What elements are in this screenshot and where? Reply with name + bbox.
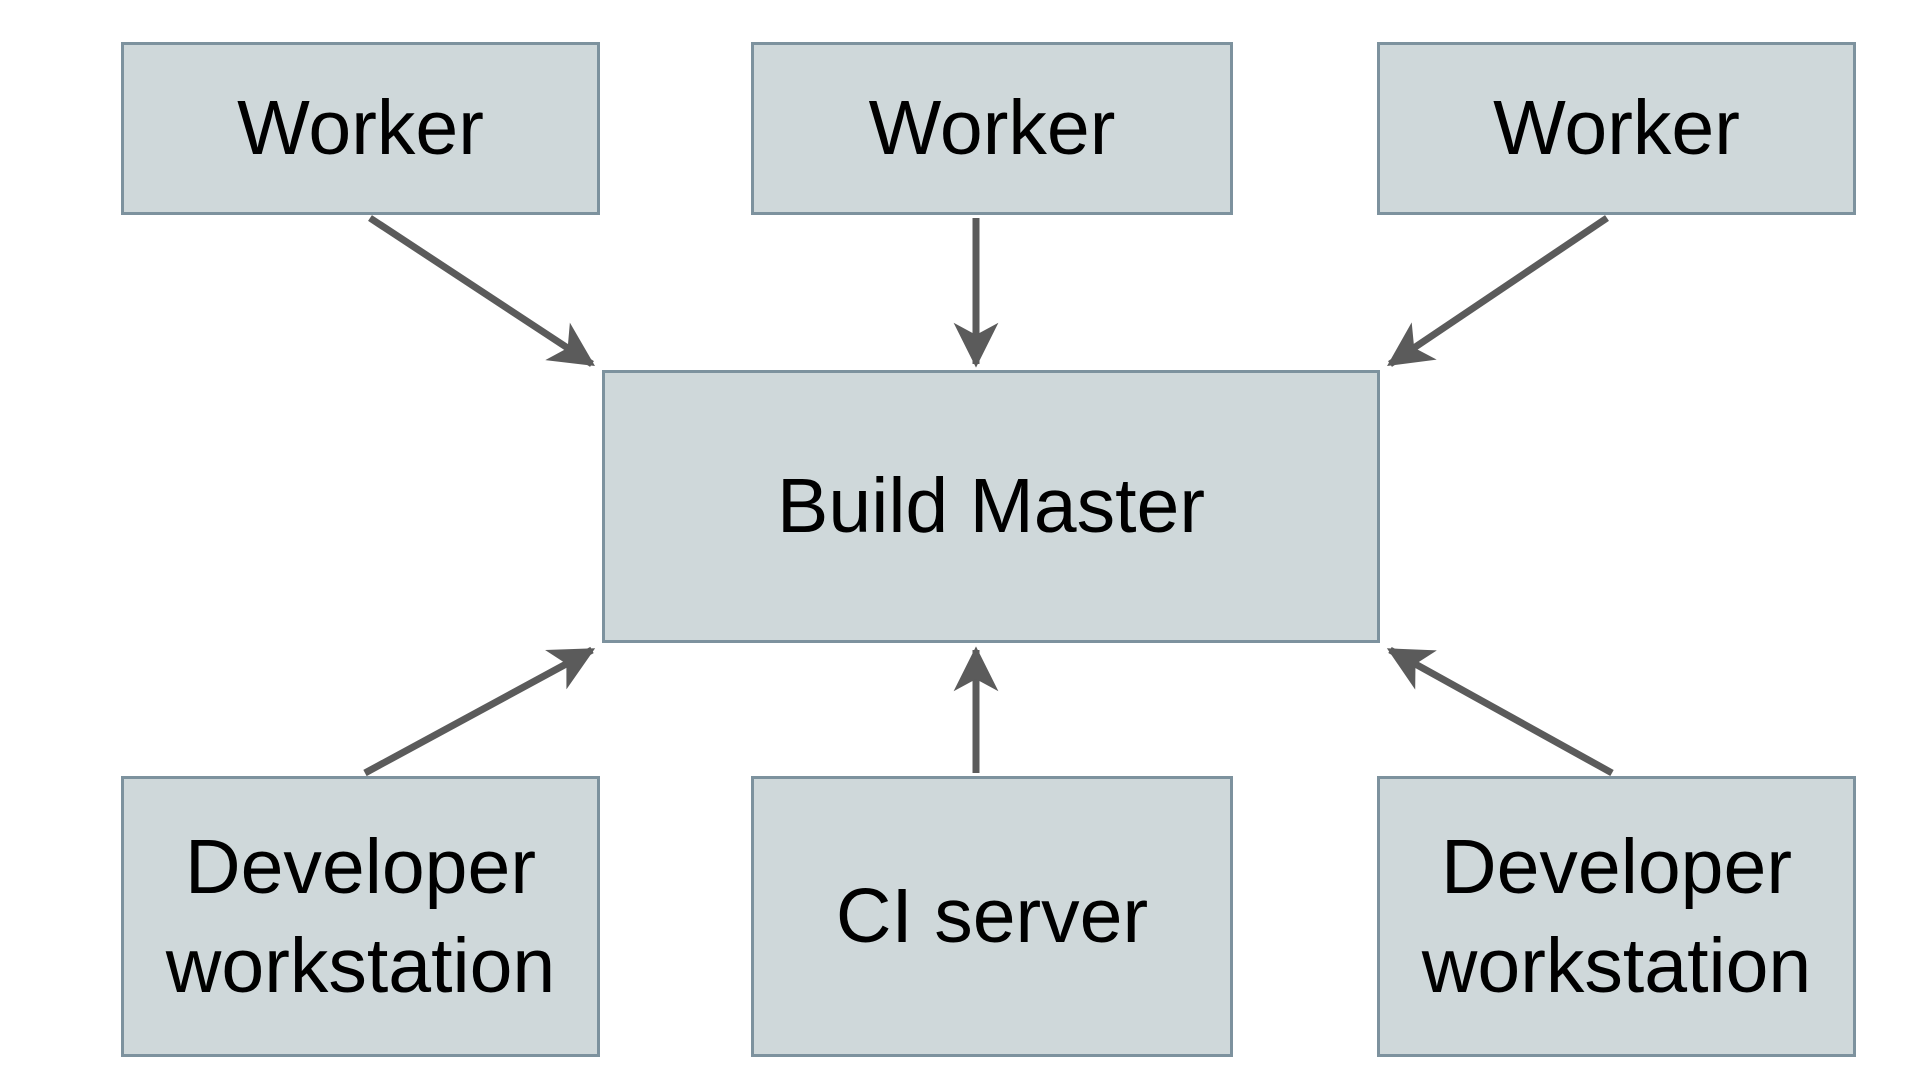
node-developer-workstation-right-label: Developer workstation [1421, 823, 1812, 1009]
node-developer-workstation-left: Developer workstation [121, 776, 600, 1057]
node-worker-middle: Worker [751, 42, 1233, 215]
node-build-master: Build Master [602, 370, 1380, 643]
arrow-worker-left-to-build-master [368, 215, 595, 367]
node-worker-left: Worker [121, 42, 600, 215]
node-worker-right-label: Worker [1493, 85, 1740, 172]
node-developer-workstation-left-label: Developer workstation [165, 823, 556, 1009]
node-ci-server-label: CI server [835, 873, 1149, 960]
node-developer-workstation-right: Developer workstation [1377, 776, 1856, 1057]
node-worker-middle-label: Worker [868, 85, 1116, 172]
node-worker-left-label: Worker [237, 85, 484, 172]
arrow-dev-workstation-left-to-build-master [363, 646, 596, 777]
node-ci-server: CI server [751, 776, 1233, 1057]
node-worker-right: Worker [1377, 42, 1856, 215]
arrow-dev-workstation-right-to-build-master [1386, 646, 1614, 777]
arrow-worker-right-to-build-master [1387, 215, 1609, 367]
node-build-master-label: Build Master [777, 463, 1205, 550]
